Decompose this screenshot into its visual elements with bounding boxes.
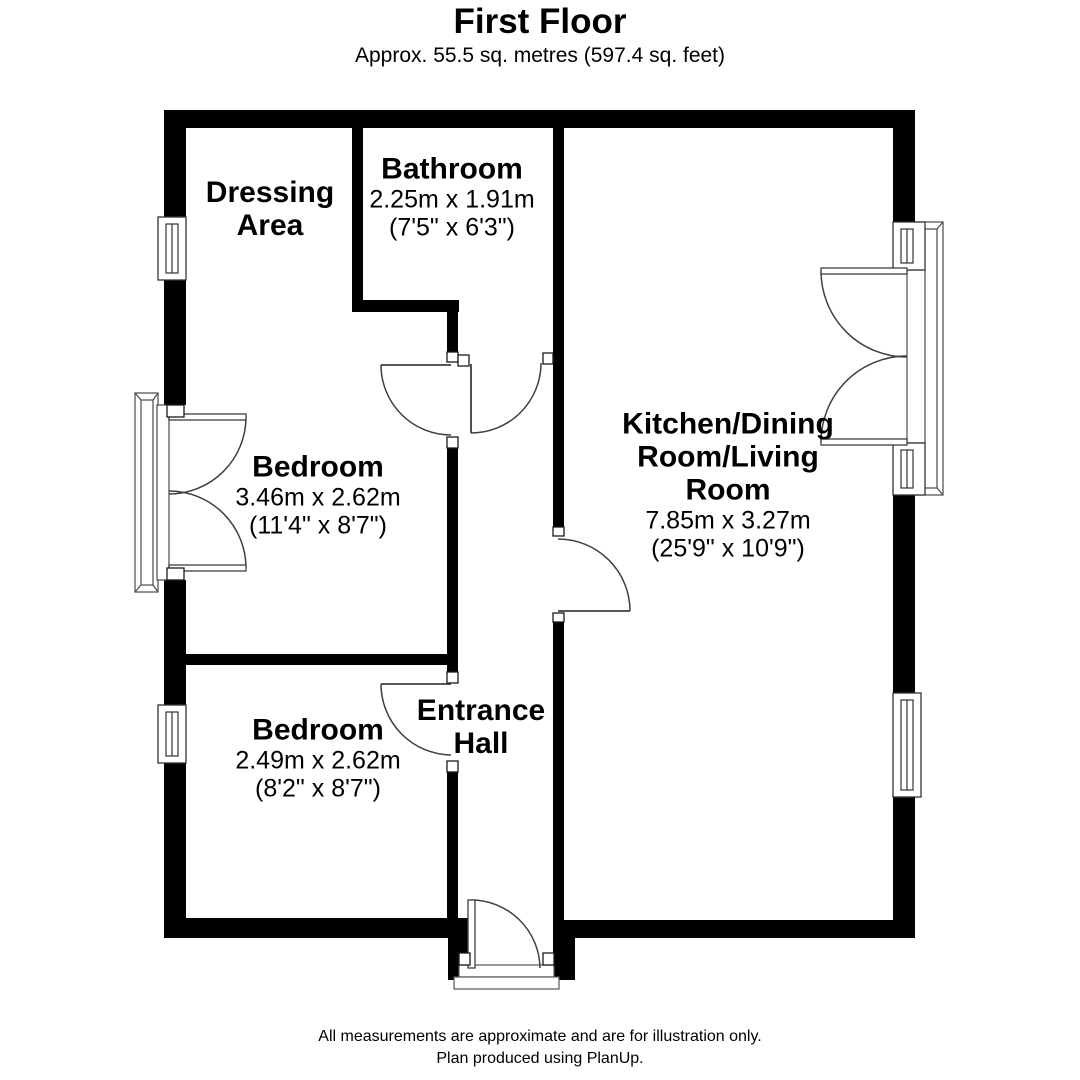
french-door-left-frame-inner (140, 399, 154, 586)
jamb-bathroom-door-left (457, 354, 470, 367)
room-label-bedroom-1-name: Bedroom (252, 450, 384, 484)
room-label-kitchen-dining-living-room-name: Room (685, 473, 771, 507)
jamb-entrance-left (458, 952, 471, 966)
wall-exterior-top (164, 110, 915, 128)
jamb-entrance-right (542, 952, 555, 966)
jamb-kitchen-door-top (552, 526, 565, 537)
wall-vestibule-right (553, 920, 575, 980)
footer-disclaimer: All measurements are approximate and are… (318, 1028, 762, 1045)
wall-exterior-bottom-kitchen (553, 920, 915, 938)
room-label-bathroom-dimensions: (7'5" x 6'3") (389, 213, 515, 242)
french-door-right-casing (906, 269, 926, 444)
french-door-right-frame-miter-3 (936, 487, 944, 496)
room-label-entrance-hall-name: Entrance (416, 694, 546, 727)
entrance-step-lower (453, 976, 560, 990)
room-label-kitchen-dining-living-room-dimensions: (25'9" x 10'9") (651, 534, 805, 563)
jamb-kitchen-door-bottom (552, 612, 565, 623)
french-right-bottom-leaf (820, 438, 908, 446)
jamb-corridor-stub (446, 351, 459, 363)
entrance-door-leaf (467, 899, 476, 969)
room-label-kitchen-dining-living-room-dimensions: 7.85m x 3.27m (645, 506, 811, 535)
bedroom1-door-arc (380, 364, 452, 436)
wall-kitchen-left-lower (553, 622, 564, 920)
kitchen-door-arc (557, 538, 631, 612)
room-label-dressing-area-name: Area (236, 209, 304, 242)
wall-bedroom-divider (186, 654, 450, 665)
jamb-bedroom2-door-bottom (446, 760, 459, 773)
wall-corridor-mid (447, 448, 458, 672)
wall-corridor-stub (447, 312, 458, 352)
wall-corridor-low (447, 772, 458, 918)
room-label-dressing-area-name: Dressing (205, 176, 335, 209)
room-label-kitchen-dining-living-room-name: Kitchen/Dining (622, 407, 834, 441)
jamb-bathroom-door-right (542, 352, 554, 365)
jamb-bedroom2-door-top (446, 671, 459, 684)
room-label-bathroom-dimensions: 2.25m x 1.91m (369, 185, 535, 214)
wall-exterior-bottom-bedroom (164, 918, 470, 938)
wall-bathroom-bottom (352, 300, 459, 312)
french-door-left-frame-miter-1 (152, 392, 159, 401)
french-door-left-casing (156, 404, 170, 581)
room-label-bedroom-1-dimensions: (11'4" x 8'7") (248, 511, 388, 540)
room-label-bathroom-name: Bathroom (381, 152, 523, 186)
room-label-bedroom-1-dimensions: 3.46m x 2.62m (235, 483, 401, 512)
jamb-bedroom1-door-bottom (446, 436, 459, 449)
french-door-right-frame-miter-1 (936, 221, 944, 230)
jamb-french-left-bottom (166, 567, 185, 581)
room-label-bedroom-2-dimensions: 2.49m x 2.62m (235, 746, 401, 775)
bathroom-door-arc (470, 362, 542, 434)
entrance-door-arc (470, 899, 541, 969)
room-label-bedroom-2-name: Bedroom (252, 713, 384, 747)
room-label-entrance-hall-name: Hall (453, 727, 509, 760)
french-door-left-frame-miter-2 (134, 584, 142, 593)
french-door-left-frame-miter-0 (134, 392, 142, 401)
page-subtitle: Approx. 55.5 sq. metres (597.4 sq. feet) (354, 44, 726, 67)
french-right-bottom-arc (820, 355, 908, 443)
page-title: First Floor (453, 2, 627, 41)
jamb-french-left-top (166, 404, 185, 418)
footer-credit: Plan produced using PlanUp. (436, 1050, 644, 1067)
french-left-bottom-arc (168, 490, 247, 569)
french-right-top-leaf (820, 267, 908, 275)
french-right-top-arc (820, 270, 908, 358)
wall-kitchen-left-upper (553, 128, 564, 527)
french-door-left-frame-miter-3 (152, 584, 159, 593)
bedroom2-door-arc (380, 683, 452, 756)
room-label-bedroom-2-dimensions: (8'2" x 8'7") (255, 774, 381, 803)
wall-bathroom-left (352, 128, 363, 312)
room-label-kitchen-dining-living-room-name: Room/Living (637, 440, 819, 474)
